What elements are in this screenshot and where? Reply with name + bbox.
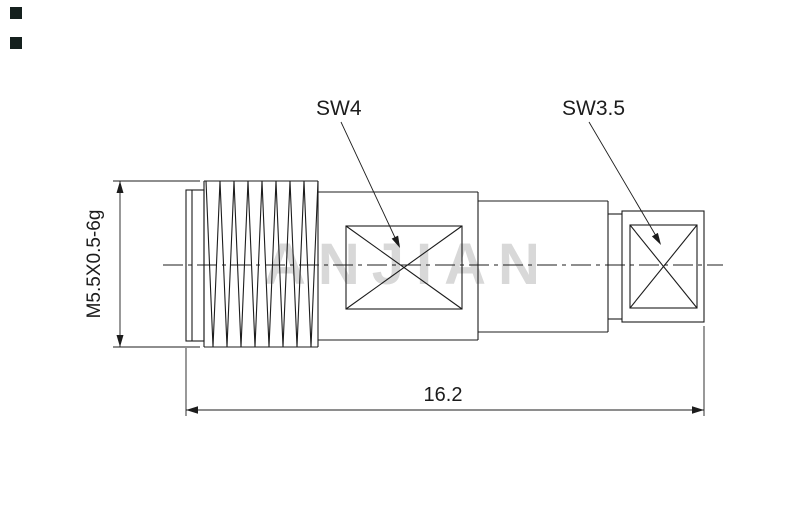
corner-mark-top [10,7,22,19]
thread-dim-arrow-top [116,181,124,193]
arrowheads [116,181,704,414]
sw35-leader-arrow [651,232,661,245]
connector-outline [163,180,723,348]
sw35-flats-rect [629,224,698,309]
length-dim-arrow-right [692,406,704,414]
watermark-text: ANJIAN [264,232,552,297]
sw4-leader-line [340,121,399,245]
length-dim-arrow-left [186,406,198,414]
sw35-flats-diagonal-2 [629,224,698,309]
thread-spec-label: M5.5X0.5-6g [84,210,105,319]
annotation-text: SW4 SW3.5 M5.5X0.5-6g 16.2 [84,97,625,406]
sw35-leader-line [588,121,660,242]
dimension-lines [113,121,705,416]
hex-outline [621,210,705,323]
sw4-label: SW4 [316,97,362,120]
thread-dim-arrow-bottom [116,335,124,347]
flange-outline [185,189,205,342]
thread-zigzag [205,180,319,348]
overall-length-label: 16.2 [424,384,463,406]
corner-mark-bottom [10,37,22,49]
sw4-flats-diagonal-2 [345,225,463,310]
sw4-flats-rect [345,225,463,310]
sw35-label: SW3.5 [562,97,625,120]
sw4-leader-arrow [391,235,400,248]
